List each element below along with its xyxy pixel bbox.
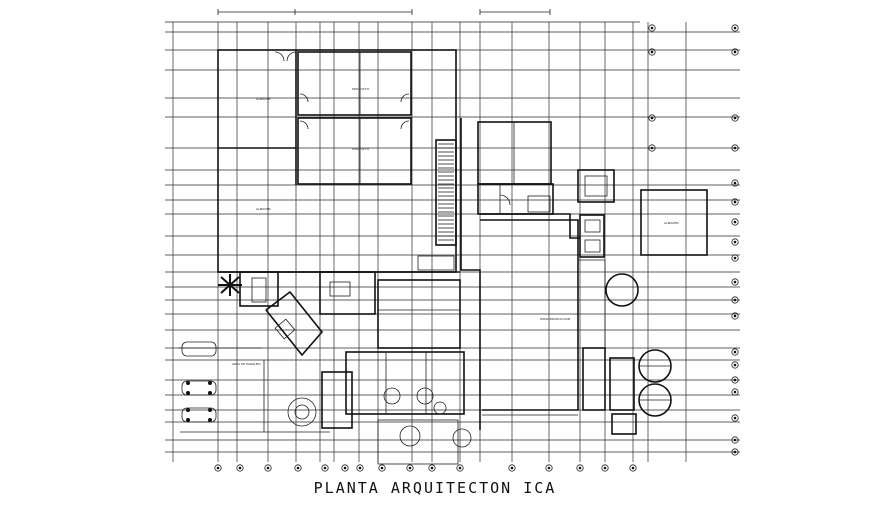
grid-bubble xyxy=(731,376,739,384)
grid-bubble xyxy=(601,464,609,472)
grid-lines xyxy=(165,22,740,462)
grid-bubble-dot xyxy=(510,466,514,470)
grid-bubble xyxy=(236,464,244,472)
grid-bubble xyxy=(576,464,584,472)
grid-bubble-dot xyxy=(323,466,327,470)
grid-bubble-dot xyxy=(458,466,462,470)
grid-bubble xyxy=(264,464,272,472)
grid-bubble-dot xyxy=(733,390,737,394)
grid-bubble xyxy=(648,114,656,122)
grid-bubble-dot xyxy=(430,466,434,470)
grid-bubble-dot xyxy=(733,240,737,244)
grid-bubble xyxy=(731,254,739,262)
grid-bubble xyxy=(294,464,302,472)
grid-bubble-dot xyxy=(296,466,300,470)
plant-symbol xyxy=(218,274,242,296)
grid-bubble-dot xyxy=(733,200,737,204)
grid-bubble-dot xyxy=(650,26,654,30)
grid-bubble-dot xyxy=(408,466,412,470)
grid-bubble-dot xyxy=(733,280,737,284)
production-hall: ZONA PRODUCCION xyxy=(480,219,637,435)
grid-bubble xyxy=(731,448,739,456)
grid-bubble xyxy=(731,278,739,286)
grid-bubble xyxy=(731,48,739,56)
grid-bubble-dot xyxy=(216,466,220,470)
office-block xyxy=(460,118,580,430)
grid-bubble xyxy=(648,144,656,152)
grid-bubble-dot xyxy=(733,450,737,454)
grid-bubble xyxy=(629,464,637,472)
grid-bubble-dot xyxy=(358,466,362,470)
grid-bubble xyxy=(321,464,329,472)
grid-bubble xyxy=(731,238,739,246)
grid-bubble-dot xyxy=(733,314,737,318)
grid-bubble xyxy=(731,24,739,32)
grid-bubble-dot xyxy=(380,466,384,470)
grid-bubble xyxy=(545,464,553,472)
tanks xyxy=(605,273,672,417)
top-dimension-lines xyxy=(165,9,640,23)
grid-bubble xyxy=(731,144,739,152)
grid-bubble-dot xyxy=(547,466,551,470)
grid-bubble xyxy=(456,464,464,472)
grid-bubble-dot xyxy=(733,220,737,224)
svg-text:ALMACEN: ALMACEN xyxy=(664,221,679,225)
parked-cars xyxy=(181,341,217,423)
grid-bubble-dot xyxy=(733,363,737,367)
grid-bubble-dot xyxy=(733,146,737,150)
grid-bubble-dot xyxy=(733,298,737,302)
grid-bubble-dot xyxy=(733,416,737,420)
grid-bubble-dot xyxy=(733,438,737,442)
grid-bubble-dot xyxy=(733,181,737,185)
grid-bubble-dot xyxy=(733,350,737,354)
grid-bubble xyxy=(648,24,656,32)
grid-bubble xyxy=(731,296,739,304)
grid-bubble xyxy=(428,464,436,472)
drawing-title: PLANTA ARQUITECTON ICA xyxy=(313,479,557,497)
grid-bubble-dot xyxy=(650,116,654,120)
grid-bubble xyxy=(731,348,739,356)
grid-bubble-dot xyxy=(650,50,654,54)
grid-bubble-dot xyxy=(266,466,270,470)
grid-bubble-dot xyxy=(631,466,635,470)
grid-bubble-dot xyxy=(343,466,347,470)
grid-bubble-dot xyxy=(733,50,737,54)
svg-text:ALMACEN: ALMACEN xyxy=(256,207,271,211)
grid-bubble xyxy=(341,464,349,472)
grid-bubble-dot xyxy=(650,146,654,150)
svg-text:AREA DE PARQUEO: AREA DE PARQUEO xyxy=(232,362,261,366)
grid-bubble-dot xyxy=(733,116,737,120)
grid-bubble xyxy=(648,48,656,56)
svg-text:PRODUCTO: PRODUCTO xyxy=(352,147,370,151)
grid-bubble-dot xyxy=(733,256,737,260)
grid-bubble xyxy=(731,388,739,396)
grid-bubble xyxy=(731,114,739,122)
grid-bubble xyxy=(508,464,516,472)
grid-bubble-dot xyxy=(578,466,582,470)
grid-axis-bubbles xyxy=(214,24,739,472)
main-staircase xyxy=(417,139,457,271)
entrance-area: AREA DE PARQUEO xyxy=(178,271,472,465)
warehouse-block: ALMACEN ALMACEN PRODUCTO PRODUCTO xyxy=(217,49,457,273)
outbuildings: ALMACEN xyxy=(577,169,708,258)
grid-bubble-dot xyxy=(733,26,737,30)
grid-bubble xyxy=(731,436,739,444)
grid-bubble-dot xyxy=(603,466,607,470)
grid-bubble xyxy=(731,414,739,422)
svg-text:ZONA PRODUCCION: ZONA PRODUCCION xyxy=(540,317,570,321)
grid-bubble xyxy=(731,179,739,187)
grid-bubble xyxy=(406,464,414,472)
grid-bubble xyxy=(731,198,739,206)
grid-bubble xyxy=(356,464,364,472)
grid-bubble-dot xyxy=(238,466,242,470)
grid-bubble xyxy=(731,312,739,320)
grid-bubble xyxy=(731,361,739,369)
grid-bubble-dot xyxy=(733,378,737,382)
svg-text:ALMACEN: ALMACEN xyxy=(256,97,271,101)
grid-bubble xyxy=(378,464,386,472)
grid-bubble xyxy=(731,218,739,226)
svg-text:PRODUCTO: PRODUCTO xyxy=(352,87,370,91)
grid-bubble xyxy=(214,464,222,472)
